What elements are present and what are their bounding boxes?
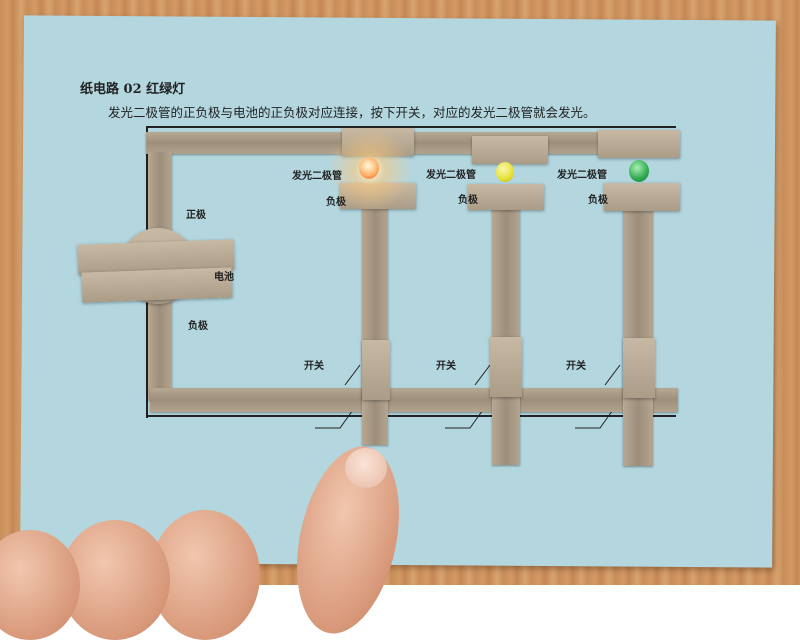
fingernail bbox=[345, 448, 387, 488]
schematic-outline-bottom bbox=[146, 415, 676, 417]
led-2-top-patch bbox=[472, 136, 548, 164]
switch-2-patch bbox=[490, 337, 522, 397]
negative-label-3: 负极 bbox=[588, 195, 608, 206]
left-tape-lower bbox=[148, 300, 172, 400]
led-2-bottom-patch bbox=[468, 184, 544, 210]
led-label-2: 发光二极管 bbox=[426, 170, 476, 181]
negative-label-1: 负极 bbox=[326, 197, 346, 208]
positive-label: 正极 bbox=[186, 210, 206, 221]
switch-strip-2[interactable] bbox=[492, 200, 520, 465]
page-title: 纸电路 02 红绿灯 bbox=[80, 82, 186, 97]
battery-tape-2 bbox=[81, 267, 233, 303]
battery-label: 电池 bbox=[214, 272, 234, 283]
switch-1-patch bbox=[362, 340, 390, 400]
switch-strip-3[interactable] bbox=[623, 198, 653, 466]
led-1-bottom-patch bbox=[340, 183, 416, 209]
switch-label-1: 开关 bbox=[304, 361, 324, 372]
negative-label-2: 负极 bbox=[458, 195, 478, 206]
switch-label-3: 开关 bbox=[566, 361, 586, 372]
instructions-text: 发光二极管的正负极与电池的正负极对应连接，按下开关，对应的发光二极管就会发光。 bbox=[108, 105, 596, 120]
switch-3-patch bbox=[623, 338, 655, 398]
led-label-1: 发光二极管 bbox=[292, 171, 342, 182]
switch-label-2: 开关 bbox=[436, 361, 456, 372]
led-label-3: 发光二极管 bbox=[557, 170, 607, 181]
bottom-tape bbox=[150, 388, 678, 412]
switch-strip-1[interactable] bbox=[362, 195, 388, 445]
battery-negative-label: 负极 bbox=[188, 321, 208, 332]
led-3-top-patch bbox=[598, 130, 680, 158]
led-3-bottom-patch bbox=[604, 183, 680, 211]
led-1-top-patch bbox=[342, 128, 414, 156]
